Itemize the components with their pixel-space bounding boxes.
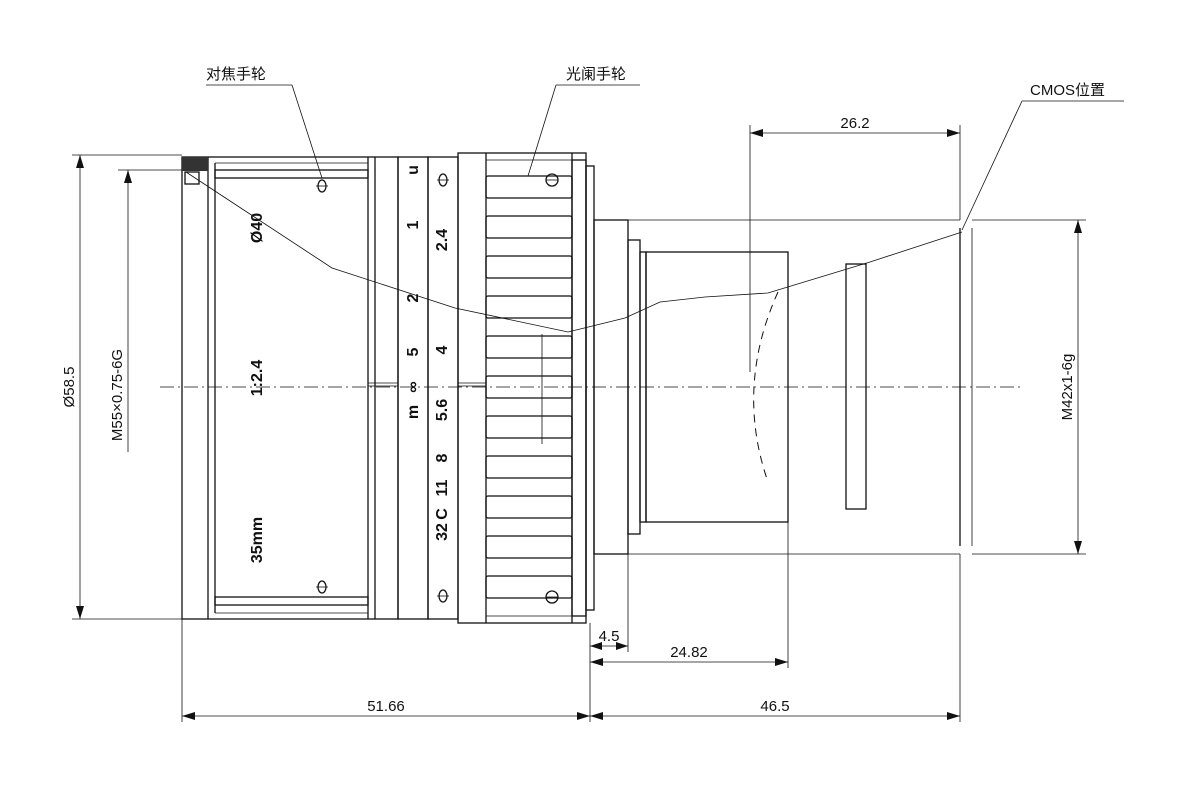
knurl-segment [485,415,573,439]
aperture-ratio-marking: 1:2.4 [249,360,266,397]
aperture-ring [457,152,587,624]
dim-flange-step: 4.5 [590,628,628,650]
focus-scale-infinity: ∞ [405,381,422,392]
knurl-segment [485,295,573,319]
aperture-screw-icon [545,590,559,604]
focus-scale-unit: m [405,405,422,419]
dim-body-length: 51.66 [182,698,590,720]
dim-body-length-value: 51.66 [367,698,405,715]
callout-cmos-position: CMOS位置 [961,82,1124,231]
focus-scale-value: 5 [405,347,422,356]
dim-flange-step-value: 4.5 [599,628,620,645]
rear-lens-element [753,291,779,483]
iris-screw-icon [437,589,449,603]
optical-ray-path [185,171,963,333]
dim-front-thread: M55×0.75-6G [109,169,182,452]
focus-scale-value: 1 [405,220,422,229]
cmos-position-label: CMOS位置 [1030,82,1105,99]
dim-mount-thread: M42x1-6g [972,219,1086,555]
knurl-segment [485,495,573,519]
lens-front-body: Ø40 1:2.4 35mm [181,156,399,620]
dim-back-focus: 46.5 [590,698,960,720]
knurl-segment [485,335,573,359]
dim-front-thread-value: M55×0.75-6G [109,349,126,441]
focus-ring-label: 对焦手轮 [206,66,266,83]
callout-focus-ring: 对焦手轮 [206,66,323,179]
filter-diameter-marking: Ø40 [249,213,266,243]
lens-mount [593,219,960,555]
dim-back-length-value: 24.82 [670,644,708,661]
dim-back-focus-value: 46.5 [760,698,789,715]
aperture-screw-icon [545,173,559,187]
iris-scale-ring: 2.4 4 5.6 8 11 C 32 [427,156,486,620]
iris-scale-value: 11 [434,479,451,496]
knurl-segment [485,535,573,559]
iris-scale-value: 2.4 [434,229,451,251]
dim-outer-diameter-value: Ø58.5 [61,367,78,408]
focus-scale-ring: u 1 2 5 ∞ m [368,156,429,620]
focus-scale-top: u [405,165,422,175]
dim-cmos-distance-value: 26.2 [840,115,869,132]
knurl-segment [485,455,573,479]
rear-collar [571,159,595,617]
knurl-segment [485,175,573,199]
focal-length-marking: 35mm [249,517,266,563]
dim-cmos-distance: 26.2 [749,115,961,372]
iris-scale-value: 5.6 [434,399,451,421]
knurl-segment [485,255,573,279]
sensor-filter-glass [845,263,867,510]
dim-back-length: 24.82 [590,644,788,666]
iris-scale-value: 32 [434,523,451,541]
lock-screw-corner [182,157,208,171]
knurl-segment [485,575,573,599]
iris-scale-value: 4 [434,345,451,354]
iris-close-marker: C [434,508,451,520]
focus-screw-icon [316,179,328,193]
iris-screw-icon [437,173,449,187]
knurl-segment [485,215,573,239]
callout-iris-ring: 光阑手轮 [527,66,640,177]
dim-outer-diameter: Ø58.5 [61,154,182,620]
focus-screw-icon [316,580,328,594]
focus-scale-value: 2 [405,293,422,302]
dim-mount-thread-value: M42x1-6g [1059,354,1076,421]
iris-ring-label: 光阑手轮 [566,66,626,83]
iris-scale-value: 8 [434,453,451,462]
